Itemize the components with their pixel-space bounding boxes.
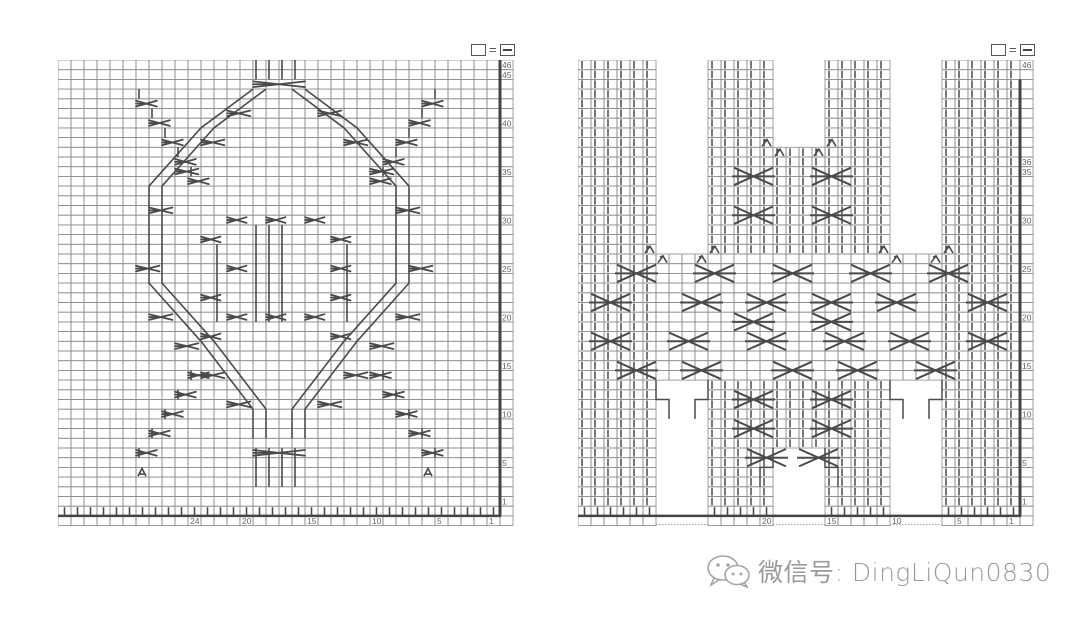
svg-text:10: 10 <box>502 409 512 419</box>
legend-right: = <box>991 42 1035 57</box>
svg-text:5: 5 <box>437 516 442 526</box>
svg-text:1: 1 <box>1009 516 1014 526</box>
svg-text:30: 30 <box>1022 215 1032 225</box>
svg-text:25: 25 <box>502 264 512 274</box>
svg-text:1: 1 <box>1022 497 1027 507</box>
svg-text:35: 35 <box>502 167 512 177</box>
svg-text:10: 10 <box>372 516 382 526</box>
watermark-text: 微信号: DingLiQun0830 <box>758 558 1052 587</box>
svg-text:20: 20 <box>242 516 252 526</box>
legend-left: = <box>471 42 515 57</box>
svg-text:15: 15 <box>827 516 837 526</box>
blank-cell-icon <box>991 44 1006 56</box>
svg-text:46: 46 <box>1022 60 1032 70</box>
svg-text:46: 46 <box>502 60 512 70</box>
blank-cell-icon <box>471 44 486 56</box>
svg-text:15: 15 <box>307 516 317 526</box>
svg-text:30: 30 <box>502 215 512 225</box>
svg-text:24: 24 <box>190 516 200 526</box>
purl-cell-icon <box>1019 44 1035 56</box>
svg-text:25: 25 <box>1022 264 1032 274</box>
svg-text:35: 35 <box>1022 167 1032 177</box>
svg-text:15: 15 <box>1022 361 1032 371</box>
svg-text:10: 10 <box>892 516 902 526</box>
svg-text:5: 5 <box>502 458 507 468</box>
svg-text:36: 36 <box>1022 157 1032 167</box>
purl-cell-icon <box>499 44 515 56</box>
svg-text:5: 5 <box>957 516 962 526</box>
svg-text:1: 1 <box>489 516 494 526</box>
legend-equals: = <box>489 42 497 57</box>
svg-text:20: 20 <box>502 312 512 322</box>
svg-text:20: 20 <box>762 516 772 526</box>
svg-text:5: 5 <box>1022 458 1027 468</box>
svg-text:1: 1 <box>502 497 507 507</box>
svg-text:45: 45 <box>502 70 512 80</box>
svg-text:10: 10 <box>1022 409 1032 419</box>
svg-text:40: 40 <box>502 118 512 128</box>
svg-text:15: 15 <box>502 361 512 371</box>
legend-equals: = <box>1009 42 1017 57</box>
watermark: 微信号: DingLiQun0830 <box>706 553 1051 589</box>
svg-text:20: 20 <box>1022 312 1032 322</box>
wechat-icon <box>706 554 752 588</box>
